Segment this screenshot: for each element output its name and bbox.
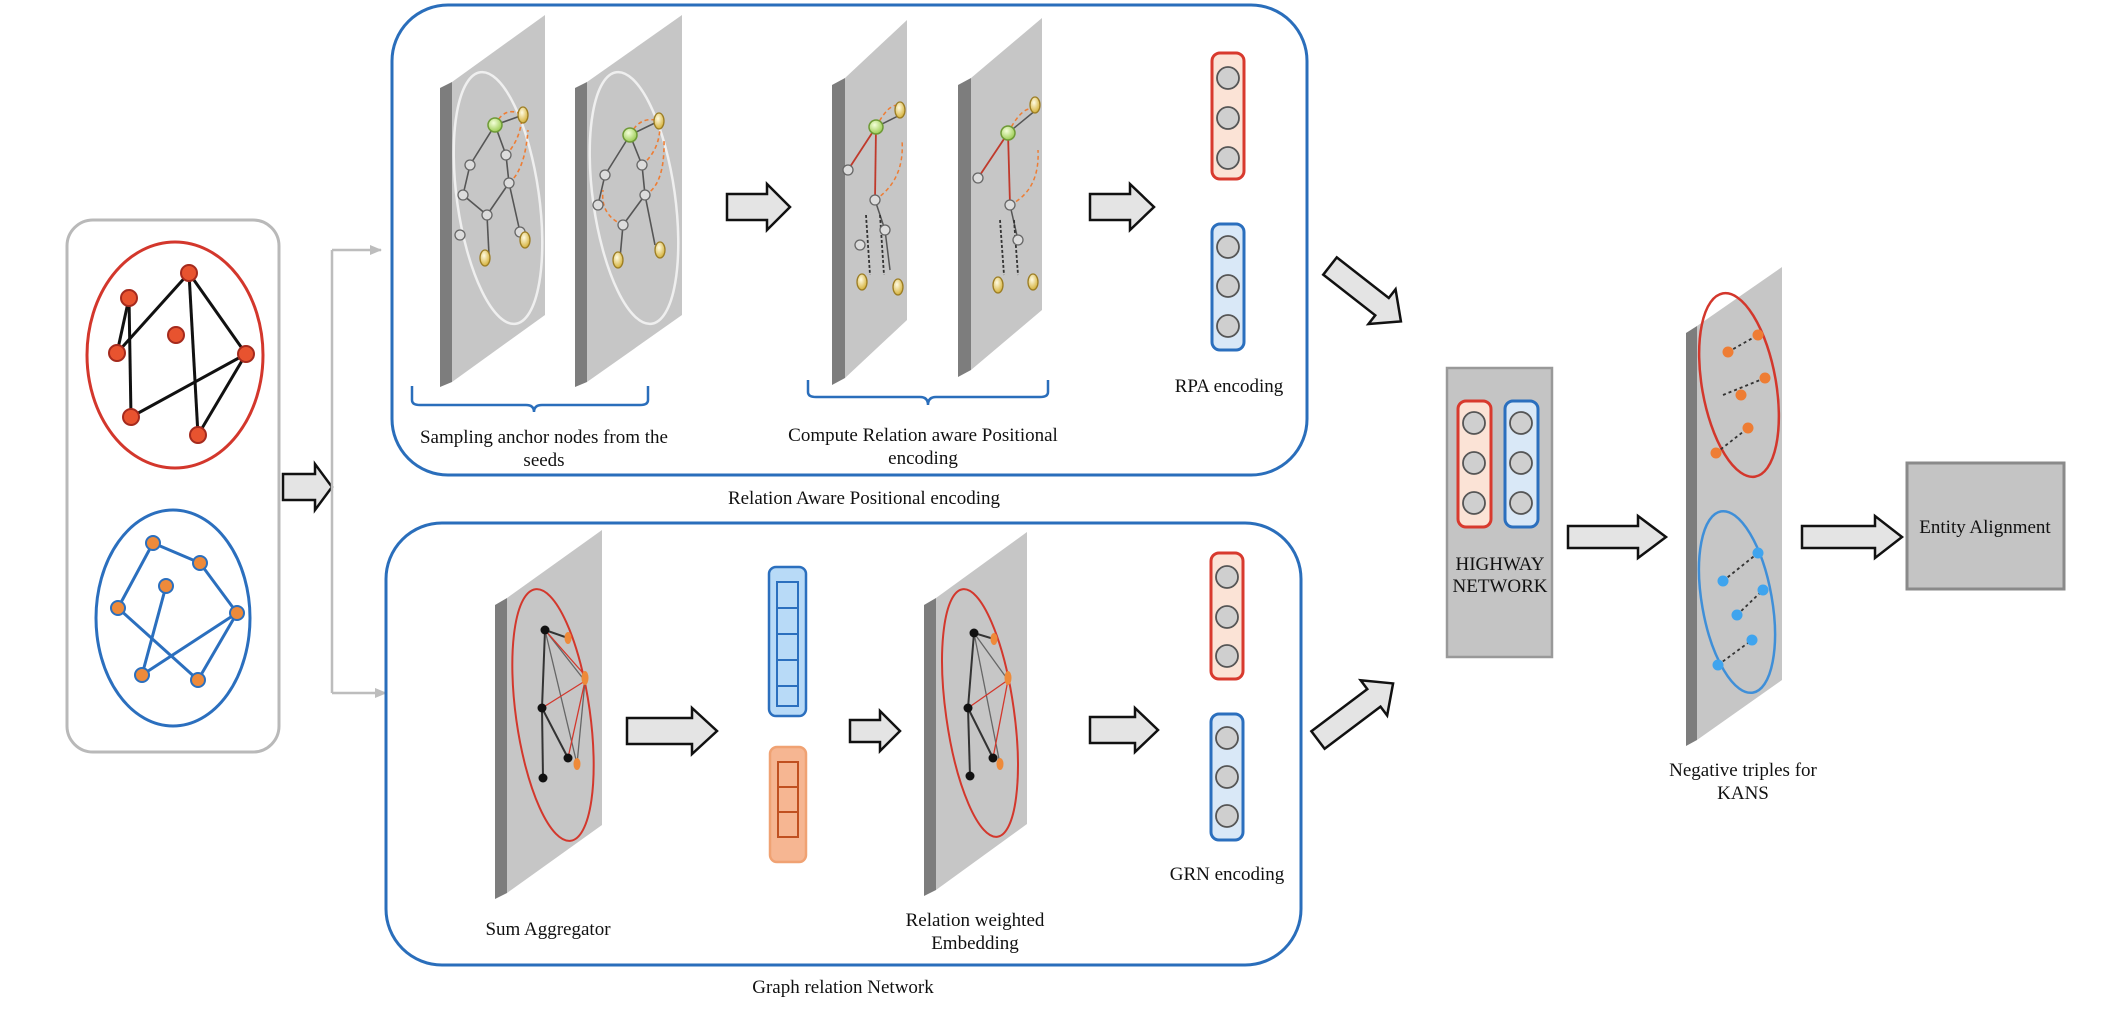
source-kg-edges [115,271,248,436]
block-arrow-icon [1088,705,1160,755]
target-kg-nodes [110,535,245,688]
embedding-vector-icon [1210,51,1246,181]
embedding-vector-icon [1209,551,1245,681]
target-kg-edges [116,541,239,682]
graph-node [237,345,255,363]
curly-brace-icon [410,386,650,413]
sum-aggregator-label: Sum Aggregator [485,919,611,940]
negative-triples-plane [1686,267,1782,746]
rape-panel-frame [390,3,1309,477]
curly-brace-icon [806,380,1050,406]
embedding-vector-icon [767,565,808,718]
rape-panel: Sampling anchor nodes from the seeds [390,3,1309,477]
relation-weighted-label-line1: Relation weighted [906,910,1045,931]
embedding-vector-icon [1456,399,1493,529]
graph-node [145,535,161,551]
block-arrow-icon [1309,678,1395,751]
block-arrow-icon [1088,181,1156,233]
entity-alignment-label: Entity Alignment [1919,517,2051,538]
grn-panel-caption: Graph relation Network [752,977,934,998]
relation-weighted-label-line2: Embedding [931,933,1019,954]
block-arrow-icon [625,705,719,757]
graph-node [108,344,126,362]
graph-node [134,667,150,683]
negative-triples-label-line1: Negative triples for [1669,760,1817,781]
graph-plane-icon [958,18,1042,377]
block-arrow-icon [281,460,334,514]
highway-label-line2: NETWORK [1453,576,1548,597]
block-arrow-icon [1566,513,1669,561]
block-arrow-icon [1321,255,1403,326]
graph-plane-icon [440,15,545,387]
graph-node [120,289,138,307]
graph-node [167,326,185,344]
target-kg-graph [94,508,252,728]
compute-label-line1: Compute Relation aware Positional [788,425,1058,446]
graph-node [192,555,208,571]
compute-label-line2: encoding [888,448,958,469]
graph-plane-icon [575,15,682,387]
block-arrow-icon [1800,513,1905,561]
source-kg-graph [85,240,265,470]
source-kg-circle [85,240,265,470]
embedding-vector-icon [1209,712,1245,842]
graph-node [158,578,174,594]
highway-label-line1: HIGHWAY [1455,554,1544,575]
negative-triples-label-line2: KANS [1717,783,1769,804]
split-connector [330,245,387,698]
graph-plane-icon [832,20,907,385]
graph-node [189,426,207,444]
embedding-vector-icon [768,745,808,864]
block-arrow-icon [848,707,902,755]
source-kg-nodes [108,264,255,444]
highway-network-box: HIGHWAY NETWORK [1445,366,1554,659]
sampling-label-line1: Sampling anchor nodes from the [420,427,668,448]
block-arrow-icon [725,180,792,234]
target-kg-circle [94,508,252,728]
grn-encoding-label: GRN encoding [1170,864,1285,885]
graph-node [229,605,245,621]
grn-panel-frame [384,521,1303,967]
graph-plane-icon [495,530,602,899]
entity-alignment-box: Entity Alignment [1905,461,2066,591]
graph-node [110,600,126,616]
graph-plane-icon [924,532,1027,896]
graph-node [122,408,140,426]
rpa-encoding-label: RPA encoding [1175,376,1284,397]
input-graphs-panel [65,218,281,754]
grn-panel: Sum Aggregator [384,521,1303,967]
embedding-vector-icon [1210,222,1246,352]
rape-panel-caption: Relation Aware Positional encoding [728,488,1001,509]
sampling-label-line2: seeds [523,450,564,471]
graph-node [190,672,206,688]
graph-node [180,264,198,282]
embedding-vector-icon [1503,399,1540,529]
